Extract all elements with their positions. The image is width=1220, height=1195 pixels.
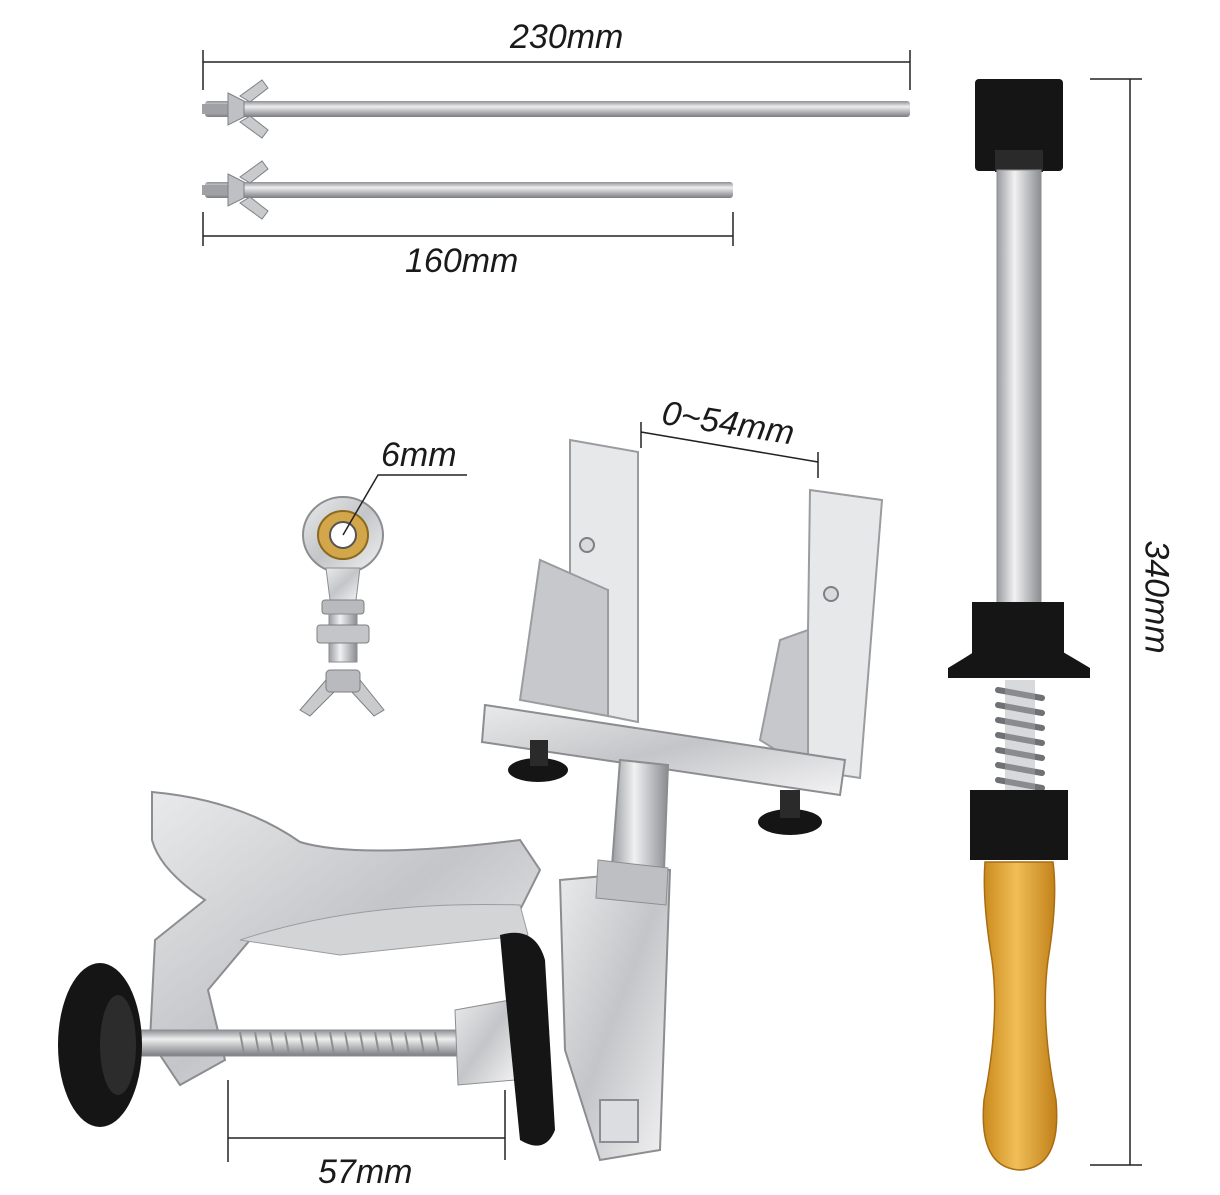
dimension-line-0-54mm xyxy=(640,422,819,478)
sharpening-rod xyxy=(948,79,1090,1171)
label-sharpening-rod-340mm: 340mm xyxy=(1137,540,1176,654)
wing-nut-icon xyxy=(227,79,269,139)
spring xyxy=(995,687,1045,791)
dimension-line-160mm xyxy=(202,212,734,246)
rod-end-bearing xyxy=(299,496,385,717)
dimension-line-230mm xyxy=(202,50,911,90)
dimension-line-340mm xyxy=(1090,78,1142,1166)
dimension-line-57mm xyxy=(227,1080,506,1162)
thumb-screw-knob-icon xyxy=(508,740,568,782)
label-rod-long-230mm: 230mm xyxy=(510,18,624,56)
label-table-clamp-57mm: 57mm xyxy=(318,1153,413,1191)
clamp-head xyxy=(480,438,884,872)
clamp-knob-icon xyxy=(58,963,142,1127)
clamp-screw-threads xyxy=(239,1031,440,1055)
rod-160mm xyxy=(202,160,733,220)
label-rod-end-6mm: 6mm xyxy=(381,436,457,474)
clamp-pad-icon xyxy=(500,932,555,1146)
wing-nut-icon xyxy=(227,160,269,220)
rod-230mm xyxy=(202,79,910,139)
table-clamp-base xyxy=(58,790,672,1162)
label-rod-short-160mm: 160mm xyxy=(405,242,519,280)
thumb-screw-knob-icon xyxy=(758,790,822,835)
leader-line-6mm xyxy=(342,474,467,536)
